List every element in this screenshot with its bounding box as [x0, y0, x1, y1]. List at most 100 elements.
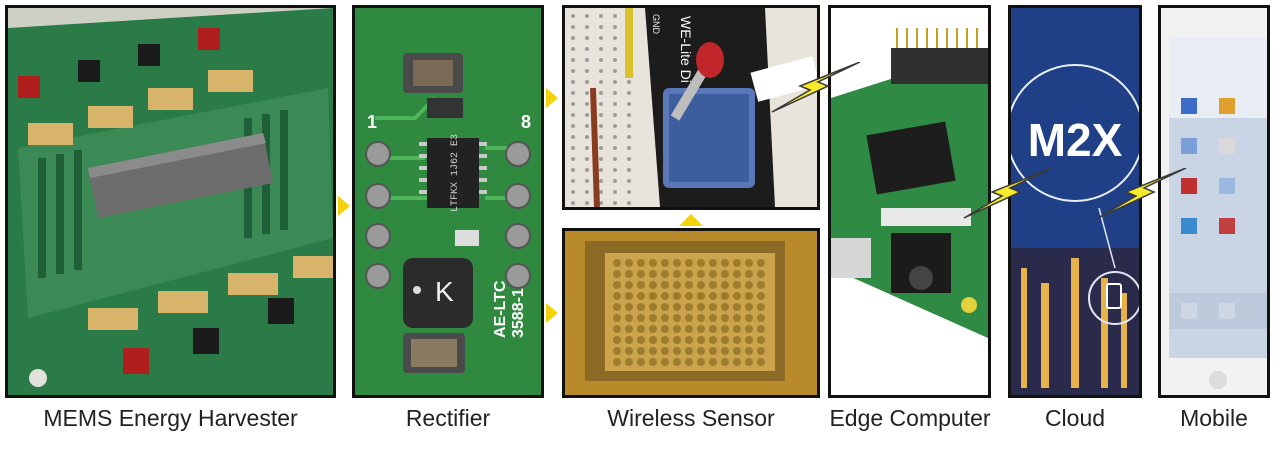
- perfboard-hole: [613, 102, 617, 106]
- rectifier-pin-label-right: 8: [521, 112, 531, 132]
- sensor-chip-pad: [757, 358, 765, 366]
- sensor-chip-pad: [673, 281, 681, 289]
- caption-cloud: Cloud: [1044, 405, 1106, 431]
- sensor-chip-pad: [673, 325, 681, 333]
- perfboard-hole: [599, 201, 603, 205]
- perfboard-hole: [627, 190, 631, 194]
- sensor-chip-pad: [745, 281, 753, 289]
- sensor-chip-pad: [637, 314, 645, 322]
- caption-mobile: Mobile: [1180, 405, 1248, 431]
- perfboard-hole: [571, 91, 575, 95]
- perfboard-hole: [599, 80, 603, 84]
- perfboard-hole: [585, 47, 589, 51]
- sensor-chip-pad: [733, 314, 741, 322]
- perfboard-hole: [613, 201, 617, 205]
- perfboard-hole: [613, 36, 617, 40]
- sensor-chip-pad: [637, 292, 645, 300]
- sensor-chip-pad: [661, 336, 669, 344]
- sensor-chip-pad: [661, 259, 669, 267]
- arrow-chip-to-board: [679, 214, 703, 226]
- perfboard-hole: [571, 190, 575, 194]
- cloud-panel: M2X: [1008, 5, 1142, 398]
- sensor-chip-pad: [637, 325, 645, 333]
- sensor-chip-pad: [661, 281, 669, 289]
- perfboard-hole: [613, 168, 617, 172]
- sensor-chip-pad: [721, 347, 729, 355]
- sensor-chip-pad: [673, 303, 681, 311]
- sensor-chip-pad: [685, 336, 693, 344]
- perfboard-hole: [571, 58, 575, 62]
- perfboard-hole: [599, 25, 603, 29]
- sensor-chip-pad: [745, 347, 753, 355]
- sensor-chip-pad: [685, 259, 693, 267]
- perfboard-hole: [585, 80, 589, 84]
- sensor-chip-pad: [625, 325, 633, 333]
- sensor-chip-pad: [673, 336, 681, 344]
- perfboard-hole: [613, 179, 617, 183]
- sensor-chip-pad: [733, 281, 741, 289]
- sensor-chip-pad: [613, 358, 621, 366]
- sensor-chip-pad: [733, 303, 741, 311]
- perfboard-hole: [627, 91, 631, 95]
- sensor-chip-pad: [709, 358, 717, 366]
- perfboard-hole: [599, 47, 603, 51]
- sensor-board-label: WE-Lite Di: [678, 16, 694, 83]
- perfboard-hole: [627, 135, 631, 139]
- sensor-chip-pad: [721, 336, 729, 344]
- perfboard-hole: [585, 135, 589, 139]
- caption-edge-computer: Edge Computer: [829, 405, 991, 431]
- sensor-chip-pad: [757, 347, 765, 355]
- sensor-chip-pad: [625, 358, 633, 366]
- mems-harvester-photo: [5, 5, 336, 398]
- perfboard-hole: [599, 58, 603, 62]
- perfboard-hole: [585, 201, 589, 205]
- arrow-rectifier-to-sensor-bottom: [546, 303, 558, 323]
- sensor-chip-pad: [697, 303, 705, 311]
- sensor-chip-pad: [721, 303, 729, 311]
- perfboard-hole: [613, 80, 617, 84]
- perfboard-hole: [613, 58, 617, 62]
- sensor-chip-pad: [649, 325, 657, 333]
- sensor-chip-pad: [625, 314, 633, 322]
- sensor-chip-pad: [709, 259, 717, 267]
- sensor-chip-pad: [649, 270, 657, 278]
- sensor-chip-pad: [685, 281, 693, 289]
- lightning-bolt-icon: [771, 62, 861, 113]
- perfboard-hole: [571, 157, 575, 161]
- perfboard-hole: [613, 190, 617, 194]
- sensor-chip-pad-grid: [613, 259, 765, 366]
- rectifier-board-label-2: 3588-1: [510, 288, 527, 338]
- lightning-bolt-icon: [1097, 168, 1187, 219]
- perfboard-hole: [585, 179, 589, 183]
- mobile-tablet-photo: [1158, 5, 1270, 398]
- caption-wireless-sensor: Wireless Sensor: [607, 405, 775, 431]
- perfboard-hole: [613, 25, 617, 29]
- sensor-chip-pad: [613, 259, 621, 267]
- perfboard-hole: [571, 113, 575, 117]
- perfboard-hole: [599, 190, 603, 194]
- perfboard-hole: [585, 91, 589, 95]
- perfboard-hole: [585, 168, 589, 172]
- sensor-chip-pad: [673, 314, 681, 322]
- perfboard-hole: [585, 102, 589, 106]
- sensor-chip-pad: [697, 292, 705, 300]
- caption-mems-energy-harvester: MEMS Energy Harvester: [43, 405, 298, 431]
- sensor-chip-pad: [673, 292, 681, 300]
- sensor-chip-pad: [637, 303, 645, 311]
- sensor-chip-pad: [709, 314, 717, 322]
- perfboard-hole: [599, 36, 603, 40]
- sensor-chip-pad: [649, 336, 657, 344]
- perfboard-hole: [585, 25, 589, 29]
- sensor-chip-pad: [709, 292, 717, 300]
- perfboard-hole: [613, 135, 617, 139]
- perfboard-hole: [585, 157, 589, 161]
- sensor-chip-pad: [661, 292, 669, 300]
- sensor-chip-pad: [625, 347, 633, 355]
- sensor-chip-pad: [745, 314, 753, 322]
- sensor-chip-pad: [637, 336, 645, 344]
- perfboard-hole: [613, 157, 617, 161]
- sensor-chip-pad: [685, 303, 693, 311]
- perfboard-hole: [627, 146, 631, 150]
- sensor-chip-pad: [685, 358, 693, 366]
- sensor-chip-pad: [637, 358, 645, 366]
